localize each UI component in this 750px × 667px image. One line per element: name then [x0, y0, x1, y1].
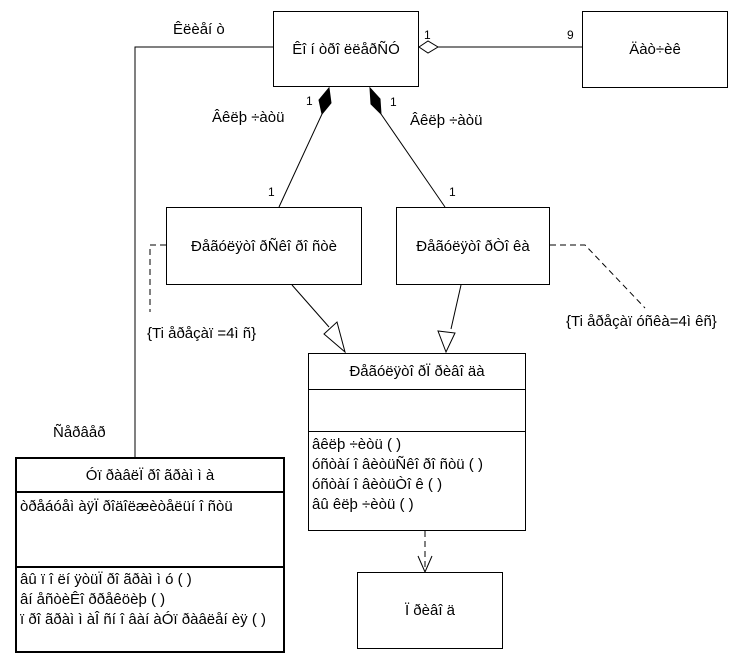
class-program-control-operations: âû ï î ëí ÿòüÏ ðî ãðàì ì ó ( ) âí åñòèÊî… — [17, 566, 283, 630]
operation: ï ðî ãðàì ì àÎ ñí î âàí àÓï ðàâëåí èÿ ( … — [20, 611, 266, 628]
class-speed-regulator[interactable]: Ðåãóëÿòî ðÑêî ðî ñòè — [166, 207, 362, 285]
multiplicity-composition-right-bottom: 1 — [449, 185, 456, 199]
class-drive[interactable]: Ï ðèâî ä — [357, 572, 503, 649]
class-drive-regulator-attributes — [309, 389, 525, 431]
operation: âû êëþ ÷èòü ( ) — [312, 496, 414, 513]
composition-diamond-right — [369, 86, 382, 116]
client-server-line — [134, 46, 273, 457]
generalization-arrow-left — [323, 321, 346, 354]
multiplicity-composition-right-top: 1 — [390, 95, 397, 109]
operation: âí åñòèÊî ððåêöèþ ( ) — [20, 591, 166, 608]
class-program-control[interactable]: Óï ðàâëÏ ðî ãðàì ì à òðåáóåì àÿÏ ðîäîëæè… — [15, 457, 285, 653]
multiplicity-composition-left-bottom: 1 — [268, 185, 275, 199]
generalization-line-right — [450, 284, 462, 330]
note-line-left — [149, 244, 166, 312]
operation: âêëþ ÷èòü ( ) — [312, 436, 402, 453]
label-client: Êëèåí ò — [173, 21, 225, 38]
composition-line-right — [380, 113, 446, 208]
operation: âû ï î ëí ÿòüÏ ðî ãðàì ì ó ( ) — [20, 571, 192, 588]
aggregation-diamond — [418, 40, 439, 54]
class-speed-regulator-name: Ðåãóëÿòî ðÑêî ðî ñòè — [191, 237, 337, 255]
class-program-control-attributes: òðåáóåì àÿÏ ðîäîëæèòåëüí î ñòü — [17, 491, 283, 566]
multiplicity-aggregation-root: 1 — [424, 28, 431, 42]
class-current-regulator[interactable]: Ðåãóëÿòî ðÒî êà — [396, 207, 550, 285]
class-drive-regulator[interactable]: Ðåãóëÿòî ðÏ ðèâî äà âêëþ ÷èòü ( ) óñòàí … — [308, 353, 526, 531]
class-controller-name: Êî í òðî ëëåðÑÓ — [292, 40, 400, 58]
composition-line-left — [278, 113, 323, 208]
composition-diamond-left — [318, 86, 332, 116]
multiplicity-composition-left-top: 1 — [306, 94, 313, 108]
class-current-regulator-name: Ðåãóëÿòî ðÒî êà — [416, 237, 530, 255]
constraint-left: {Ti åðåçàï =4ì ñ} — [147, 325, 257, 342]
constraint-right: {Ti åðåçàï óñêà=4ì êñ} — [566, 313, 717, 330]
class-controller[interactable]: Êî í òðî ëëåðÑÓ — [273, 11, 419, 87]
attribute: òðåáóåì àÿÏ ðîäîëæèòåëüí î ñòü — [20, 498, 233, 515]
label-include-left: Âêëþ ÷àòü — [212, 109, 285, 126]
generalization-line-left — [291, 284, 330, 328]
operation: óñòàí î âèòüÑêî ðî ñòü ( ) — [312, 456, 483, 473]
class-program-control-name: Óï ðàâëÏ ðî ãðàì ì à — [85, 466, 215, 484]
operation: óñòàí î âèòüÒî ê ( ) — [312, 476, 443, 493]
class-drive-name: Ï ðèâî ä — [404, 602, 456, 619]
note-line-right — [550, 244, 646, 309]
class-sensor[interactable]: Äàò÷èê — [582, 11, 728, 88]
generalization-arrow-right — [437, 330, 456, 354]
class-drive-regulator-name: Ðåãóëÿòî ðÏ ðèâî äà — [349, 363, 485, 380]
multiplicity-aggregation-sensor: 9 — [567, 28, 574, 42]
class-drive-regulator-operations: âêëþ ÷èòü ( ) óñòàí î âèòüÑêî ðî ñòü ( )… — [309, 431, 525, 515]
label-include-right: Âêëþ ÷àòü — [410, 112, 483, 129]
class-sensor-name: Äàò÷èê — [629, 41, 681, 58]
label-server: Ñåðâåð — [53, 424, 106, 441]
